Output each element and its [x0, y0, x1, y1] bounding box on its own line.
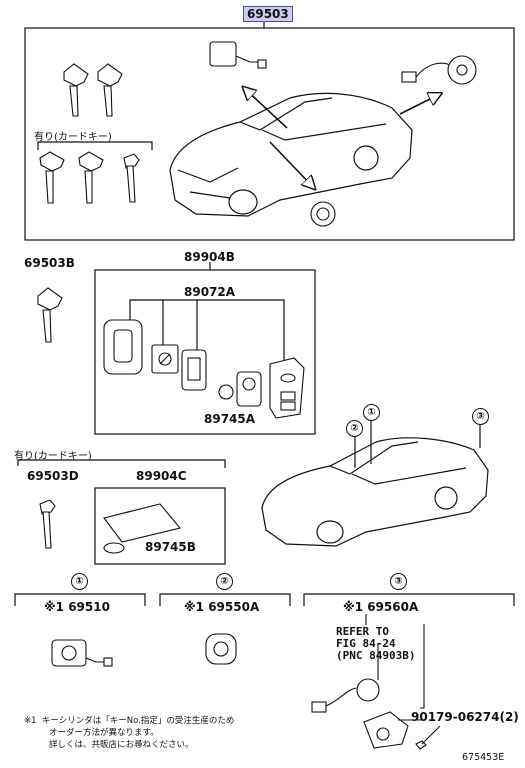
card-key-bracket-top: [37, 141, 153, 150]
bracket-89072a: [129, 299, 285, 360]
top-arrows: [244, 88, 440, 188]
top-assembly-box: [24, 27, 515, 241]
bracket-section-3: [303, 593, 515, 606]
part-69560a[interactable]: ※1 69560A: [343, 600, 419, 614]
car-callout-1: ①: [363, 404, 380, 421]
part-69503d[interactable]: 69503D: [27, 469, 79, 483]
key-69503b: [37, 287, 63, 343]
keys-top-group: [39, 63, 140, 204]
bracket-section-1: [14, 593, 146, 606]
key-69503d: [39, 499, 56, 549]
part-89904b[interactable]: 89904B: [184, 250, 235, 264]
card-key-bracket-mid: [17, 459, 226, 468]
card-key-parts: [103, 503, 181, 554]
part-89745a[interactable]: 89745A: [204, 412, 256, 426]
part-69510[interactable]: ※1 69510: [44, 600, 110, 614]
part-69503b[interactable]: 69503B: [24, 256, 75, 270]
car-callout-2: ②: [346, 420, 363, 437]
section-1-number: ①: [71, 573, 88, 590]
note-line-1: ※1 キーシリンダは「キーNo.指定」の受注生産のため: [24, 716, 235, 726]
note-line-3: 詳しくは、共販店にお尋ねください。: [49, 740, 194, 750]
refer-line-1: REFER TO: [336, 625, 389, 638]
section-3-number: ③: [390, 573, 407, 590]
part-89072a[interactable]: 89072A: [184, 285, 236, 299]
refer-line-3[interactable]: (PNC 84903B): [336, 649, 416, 662]
car-top: [169, 92, 413, 217]
refer-line-2: FIG 84-24: [336, 637, 396, 650]
part-90179-06274[interactable]: 90179-06274(2): [411, 710, 519, 724]
car-callout-3: ③: [472, 408, 489, 425]
top-components: [209, 41, 477, 227]
card-key-label-mid: 有り(カードキー): [14, 451, 92, 462]
cylinder-69550a: [205, 633, 237, 665]
car-middle: [261, 420, 489, 547]
fob-parts: [103, 319, 305, 419]
note-line-2: オーダー方法が異なります。: [49, 728, 159, 738]
box-89904b: [94, 269, 316, 435]
cylinder-69560a: [311, 614, 441, 750]
box-89904c: [94, 487, 226, 565]
cylinder-69510: [51, 639, 113, 667]
card-key-label-top: 有り(カードキー): [34, 132, 112, 143]
main-part-number[interactable]: 69503: [243, 6, 293, 22]
section-2-number: ②: [216, 573, 233, 590]
part-89745b[interactable]: 89745B: [145, 540, 196, 554]
bracket-section-2: [159, 593, 291, 606]
figure-code: 675453E: [462, 752, 505, 763]
part-89904c[interactable]: 89904C: [136, 469, 187, 483]
part-69550a[interactable]: ※1 69550A: [184, 600, 260, 614]
